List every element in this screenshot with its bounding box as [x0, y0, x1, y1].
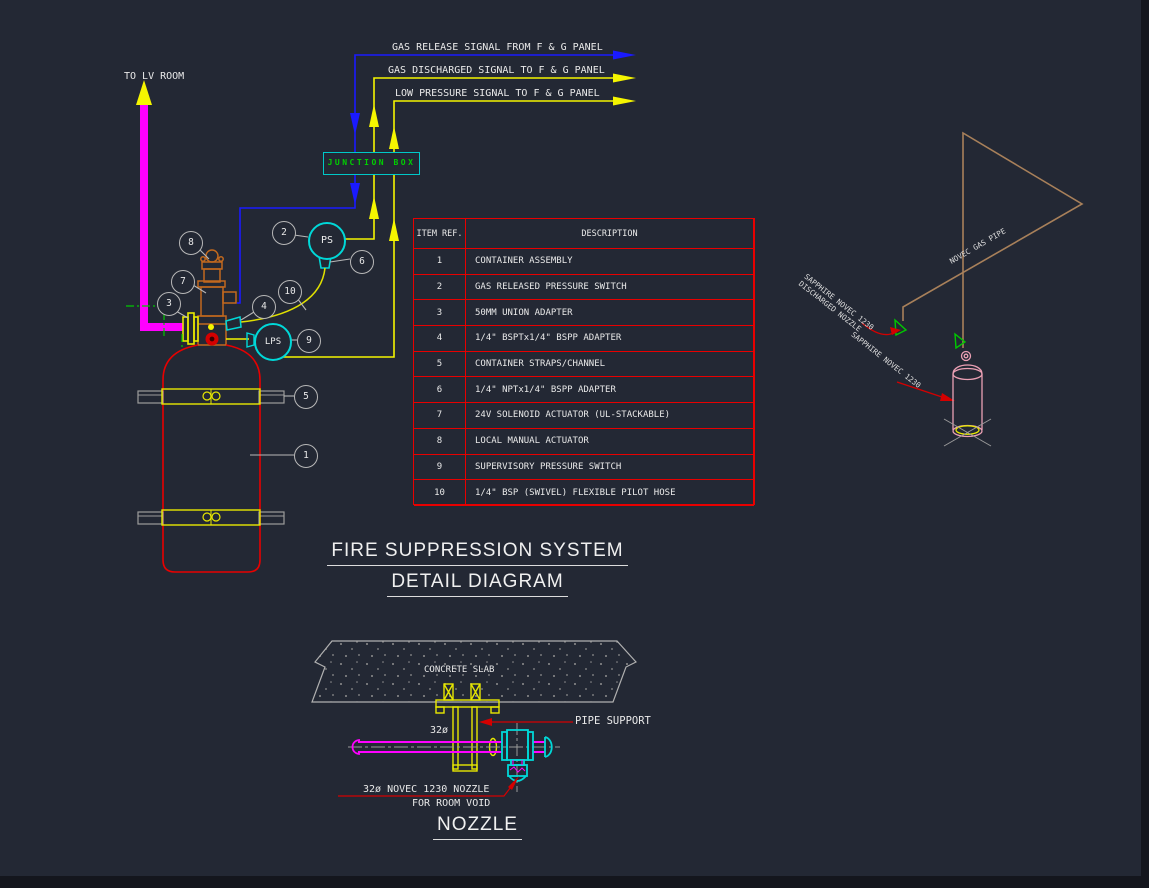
table-header-description: DESCRIPTION: [466, 219, 754, 249]
down-arrow-icon: [350, 183, 360, 205]
balloon-6: 6: [350, 250, 374, 274]
table-cell-desc: SUPERVISORY PRESSURE SWITCH: [466, 454, 754, 481]
up-arrow-icon: [389, 218, 399, 241]
discharge-pipe: [348, 739, 560, 755]
to-lv-room-label: TO LV ROOM: [124, 71, 185, 82]
valve-assembly: [197, 249, 237, 346]
drawing-title-line1: FIRE SUPPRESSION SYSTEM: [320, 540, 635, 566]
table-cell-ref: 10: [414, 480, 466, 506]
table-cell-desc: 1/4" BSP (SWIVEL) FLEXIBLE PILOT HOSE: [466, 480, 754, 506]
junction-box: JUNCTION BOX: [323, 152, 420, 175]
signal-label-gas-release: GAS RELEASE SIGNAL FROM F & G PANEL: [392, 42, 603, 53]
table-cell-ref: 3: [414, 300, 466, 327]
container-strap-upper: [137, 388, 285, 405]
viewport-bottom-edge: [0, 876, 1149, 888]
nozzle-section-title: NOZZLE: [415, 814, 540, 840]
drawing-title-line2: DETAIL DIAGRAM: [320, 571, 635, 597]
flexible-pilot-hose: [240, 267, 326, 323]
balloon-3: 3: [157, 292, 181, 316]
balloon-1: 1: [294, 444, 318, 468]
table-cell-desc: GAS RELEASED PRESSURE SWITCH: [466, 274, 754, 301]
isometric-pipe-run: [861, 131, 1084, 401]
pilot-port-dot: [208, 324, 214, 330]
table-cell-desc: 50MM UNION ADAPTER: [466, 300, 754, 327]
bspp-adapter: [225, 316, 242, 331]
table-cell-ref: 9: [414, 454, 466, 481]
pressure-switch-ps: PS: [308, 222, 346, 260]
signal-line-gas-discharged: [342, 73, 636, 240]
table-cell-ref: 6: [414, 377, 466, 404]
valve-side-port: [222, 291, 237, 304]
pipe-cap: [544, 736, 553, 758]
nozzle-callout-line2: FOR ROOM VOID: [412, 798, 491, 809]
nozzle-callout-line1: 32ø NOVEC 1230 NOZZLE: [363, 784, 490, 795]
up-right-arrow-icon: [508, 776, 519, 790]
right-arrow-icon: [613, 96, 636, 106]
table-cell-desc: 1/4" NPTx1/4" BSPP ADAPTER: [466, 377, 754, 404]
signal-label-gas-discharged: GAS DISCHARGED SIGNAL TO F & G PANEL: [388, 65, 605, 76]
valve-neck: [203, 268, 221, 283]
table-cell-ref: 7: [414, 403, 466, 429]
arrow-icon: [940, 393, 955, 401]
pipe-end-cap: [351, 739, 361, 755]
magenta-supply-pipe: [136, 80, 183, 331]
strap-bolt-icon: [202, 391, 212, 401]
concrete-slab-section: [311, 640, 637, 703]
signal-line-low-pressure: [272, 96, 636, 358]
pipe-support-label: PIPE SUPPORT: [575, 715, 651, 727]
container-strap-lower: [137, 509, 285, 526]
up-arrow-icon: [369, 104, 379, 127]
container-base-ring: [955, 425, 980, 435]
pipe-diameter-label: 32ø: [430, 725, 449, 736]
up-arrow-icon: [369, 196, 379, 219]
balloon-8: 8: [179, 231, 203, 255]
signal-label-low-pressure: LOW PRESSURE SIGNAL TO F & G PANEL: [395, 88, 600, 99]
viewport-right-edge: [1141, 0, 1149, 888]
balloon-7: 7: [171, 270, 195, 294]
parts-table: ITEM REF. DESCRIPTION 1 CONTAINER ASSEMB…: [413, 218, 755, 506]
strap-bolt-icon: [202, 512, 212, 522]
lps-connector: [246, 332, 255, 348]
iso-nozzle-icon: [954, 332, 967, 350]
pressure-switch-lps: LPS: [254, 323, 292, 361]
center-marks: [126, 305, 183, 348]
table-cell-ref: 1: [414, 249, 466, 275]
iso-nozzle-icon: [894, 318, 908, 337]
container-outline: [162, 344, 261, 573]
table-cell-desc: CONTAINER STRAPS/CHANNEL: [466, 351, 754, 378]
table-cell-ref: 8: [414, 428, 466, 455]
balloon-9: 9: [297, 329, 321, 353]
balloon-4: 4: [252, 295, 276, 319]
balloon-5: 5: [294, 385, 318, 409]
arrow-icon: [890, 327, 901, 335]
table-cell-ref: 4: [414, 326, 466, 352]
down-arrow-icon: [350, 113, 360, 135]
table-header-item-ref: ITEM REF.: [414, 219, 466, 249]
table-cell-ref: 5: [414, 351, 466, 378]
right-arrow-icon: [613, 50, 636, 60]
up-arrow-icon: [389, 126, 399, 149]
nozzle-tee-assembly: [501, 723, 553, 792]
table-cell-desc: CONTAINER ASSEMBLY: [466, 249, 754, 275]
table-cell-desc: 1/4" BSPTx1/4" BSPP ADAPTER: [466, 326, 754, 352]
nozzle-callout-leaders: [338, 718, 573, 797]
balloon-2: 2: [272, 221, 296, 245]
manual-actuator-knob: [205, 249, 219, 263]
signal-line-gas-release: [237, 50, 636, 304]
union-adapter: [182, 312, 199, 345]
table-cell-desc: LOCAL MANUAL ACTUATOR: [466, 428, 754, 455]
isometric-container: [943, 350, 992, 447]
up-arrow-icon: [136, 80, 152, 105]
right-arrow-icon: [613, 73, 636, 83]
table-cell-desc: 24V SOLENOID ACTUATOR (UL-STACKABLE): [466, 403, 754, 429]
left-arrow-icon: [479, 718, 492, 726]
concrete-slab-label: CONCRETE SLAB: [424, 665, 495, 675]
balloon-10: 10: [278, 280, 302, 304]
table-cell-ref: 2: [414, 274, 466, 301]
pressure-gauge: [205, 332, 219, 346]
